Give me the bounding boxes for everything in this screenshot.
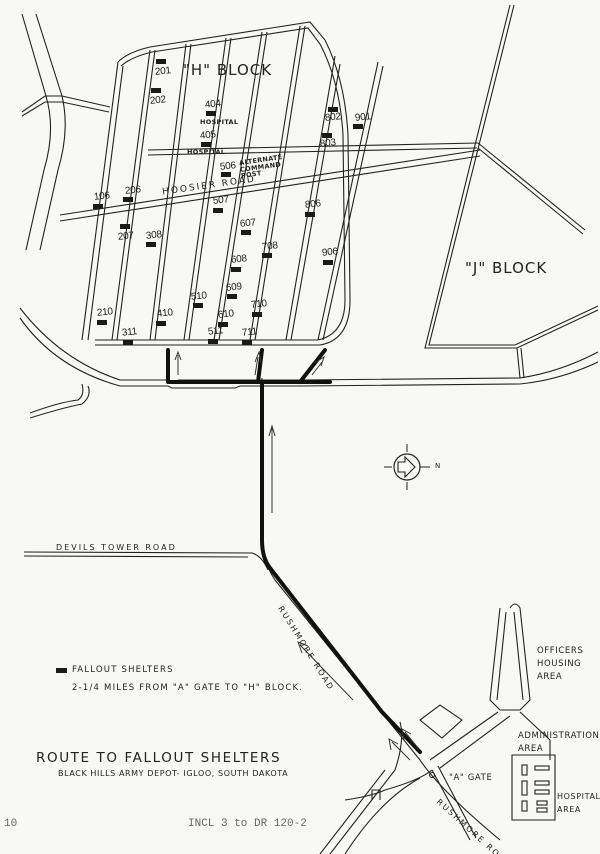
- devils-tower-road-label: DEVILS TOWER ROAD: [56, 543, 177, 552]
- devils-tower-road: [23, 551, 269, 571]
- h-block-outline: [59, 21, 481, 346]
- shelter-label: 404: [204, 98, 222, 111]
- shelter-markers: [93, 59, 363, 345]
- shelter-label: 201: [154, 65, 172, 78]
- shelter-label: 610: [217, 308, 235, 321]
- shelter-label: 803: [319, 137, 337, 150]
- shelter-label: 405: [199, 129, 217, 142]
- shelter-label: 506: [219, 160, 237, 173]
- fallout-route: [166, 348, 422, 754]
- administration-area-label: ADMINISTRATION AREA: [518, 731, 600, 754]
- legend-shelters-label: FALLOUT SHELTERS: [72, 665, 174, 675]
- shelter-label: 206: [124, 184, 142, 197]
- a-gate-label: "A" GATE: [449, 773, 493, 783]
- h-block-south-road: [19, 307, 599, 419]
- legend-shelter-symbol: [56, 668, 67, 673]
- shelter-label: 410: [156, 307, 174, 320]
- shelter-label: 510: [190, 290, 208, 303]
- officers-housing-area-label: OFFICERS HOUSING AREA: [537, 646, 584, 682]
- j-block-label: "J" BLOCK: [465, 259, 548, 277]
- compass-north-label: N: [435, 462, 441, 470]
- document-reference: INCL 3 to DR 120-2: [188, 818, 307, 830]
- shelter-label: 802: [324, 111, 342, 124]
- hospital-area-label: HOSPITAL AREA: [557, 792, 600, 814]
- shelter-label: 609: [225, 281, 243, 294]
- map-subtitle: BLACK HILLS ARMY DEPOT- IGLOO, SOUTH DAK…: [58, 769, 289, 778]
- route-direction-arrows: [174, 350, 419, 761]
- shelter-label: 202: [149, 94, 167, 107]
- shelter-label: 708: [261, 240, 279, 253]
- shelter-label: 106: [93, 190, 111, 203]
- j-block-outline: [147, 4, 599, 379]
- shelter-note: HOSPITAL: [187, 148, 226, 156]
- shelter-label: 511: [207, 325, 224, 338]
- shelter-label: 308: [145, 229, 163, 242]
- shelter-note: HOSPITAL: [200, 118, 239, 126]
- shelter-label: 710: [250, 298, 268, 311]
- shelter-label: 507: [212, 194, 230, 207]
- north-arrow-icon: [384, 444, 430, 490]
- shelter-label: 210: [96, 306, 114, 319]
- legend-distance-note: 2-1/4 MILES FROM "A" GATE TO "H" BLOCK.: [72, 683, 304, 693]
- shelter-label: 711: [241, 326, 258, 339]
- page-number: 10: [4, 818, 18, 830]
- shelter-label: 311: [121, 326, 138, 339]
- shelter-label: 608: [230, 253, 248, 266]
- shelter-label: 207: [117, 230, 135, 243]
- map-title: ROUTE TO FALLOUT SHELTERS: [36, 750, 282, 766]
- shelter-label: 607: [239, 217, 257, 230]
- shelter-label: 906: [321, 246, 339, 259]
- shelter-label: 901: [354, 111, 372, 124]
- admin-area-roads: [419, 603, 556, 821]
- shelter-label: 806: [304, 198, 322, 211]
- northwest-roads: [21, 13, 111, 251]
- h-block-label: "H" BLOCK: [183, 61, 273, 79]
